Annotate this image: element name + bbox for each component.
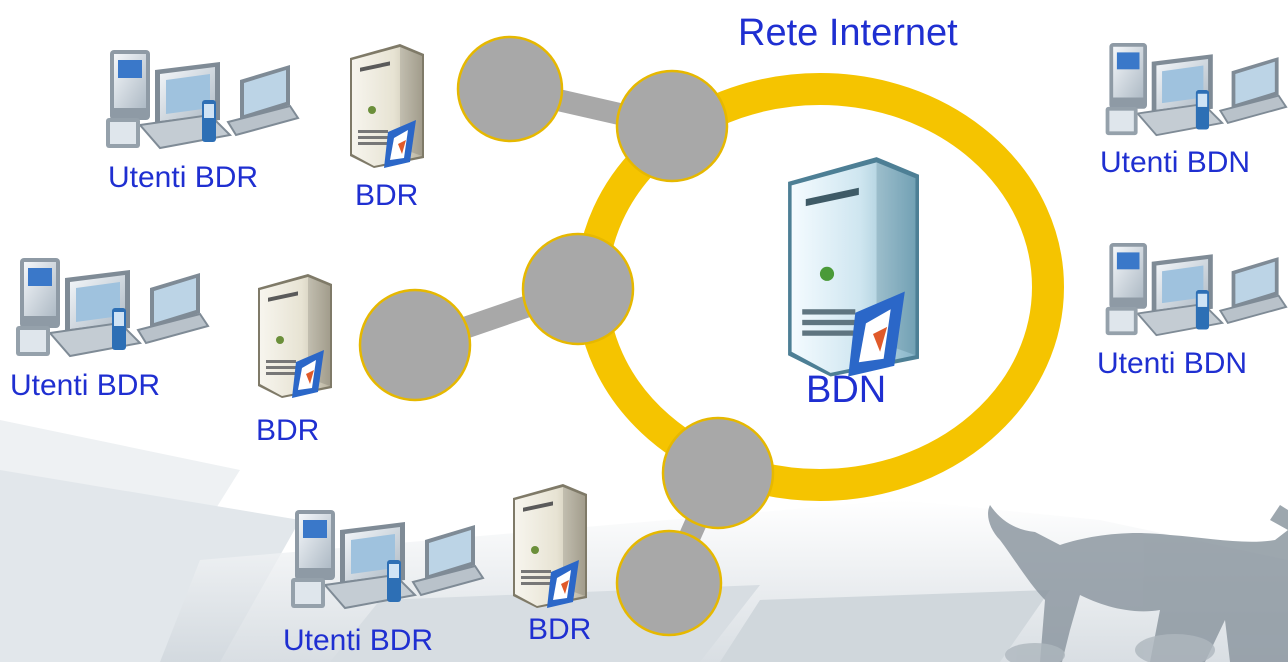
node-bdr-bottom-outer: [615, 529, 723, 637]
server-icon: [513, 484, 587, 608]
user-devices-icon: [1104, 42, 1288, 137]
connection-nodes: [358, 35, 775, 637]
user-devices-icon: [15, 257, 209, 357]
regional-users-label: Utenti BDR: [108, 161, 259, 194]
node-bdr-bottom-ring: [661, 416, 775, 530]
user-devices-icon: [105, 49, 299, 149]
network-title: Rete Internet: [738, 12, 958, 54]
user-devices-icon: [1104, 242, 1288, 337]
node-bdr-middle-outer: [358, 288, 472, 402]
central-server-label: BDN: [806, 369, 887, 411]
bull-silhouette-icon: [988, 505, 1288, 662]
node-bdr-top-outer: [456, 35, 564, 143]
national-users-label: Utenti BDN: [1100, 146, 1251, 179]
national-users-label: Utenti BDN: [1097, 347, 1248, 380]
regional-users-label: Utenti BDR: [283, 624, 434, 657]
regional-server-label: BDR: [256, 414, 320, 447]
server-icon: [788, 157, 919, 377]
regional-server-label: BDR: [355, 179, 419, 212]
node-bdr-top-ring: [615, 69, 729, 183]
regional-users-label: Utenti BDR: [10, 369, 161, 402]
regional-server-label: BDR: [528, 613, 592, 646]
server-icon: [350, 44, 424, 168]
user-devices-icon: [290, 509, 484, 609]
node-bdr-middle-ring: [521, 232, 635, 346]
server-icon: [258, 274, 332, 398]
